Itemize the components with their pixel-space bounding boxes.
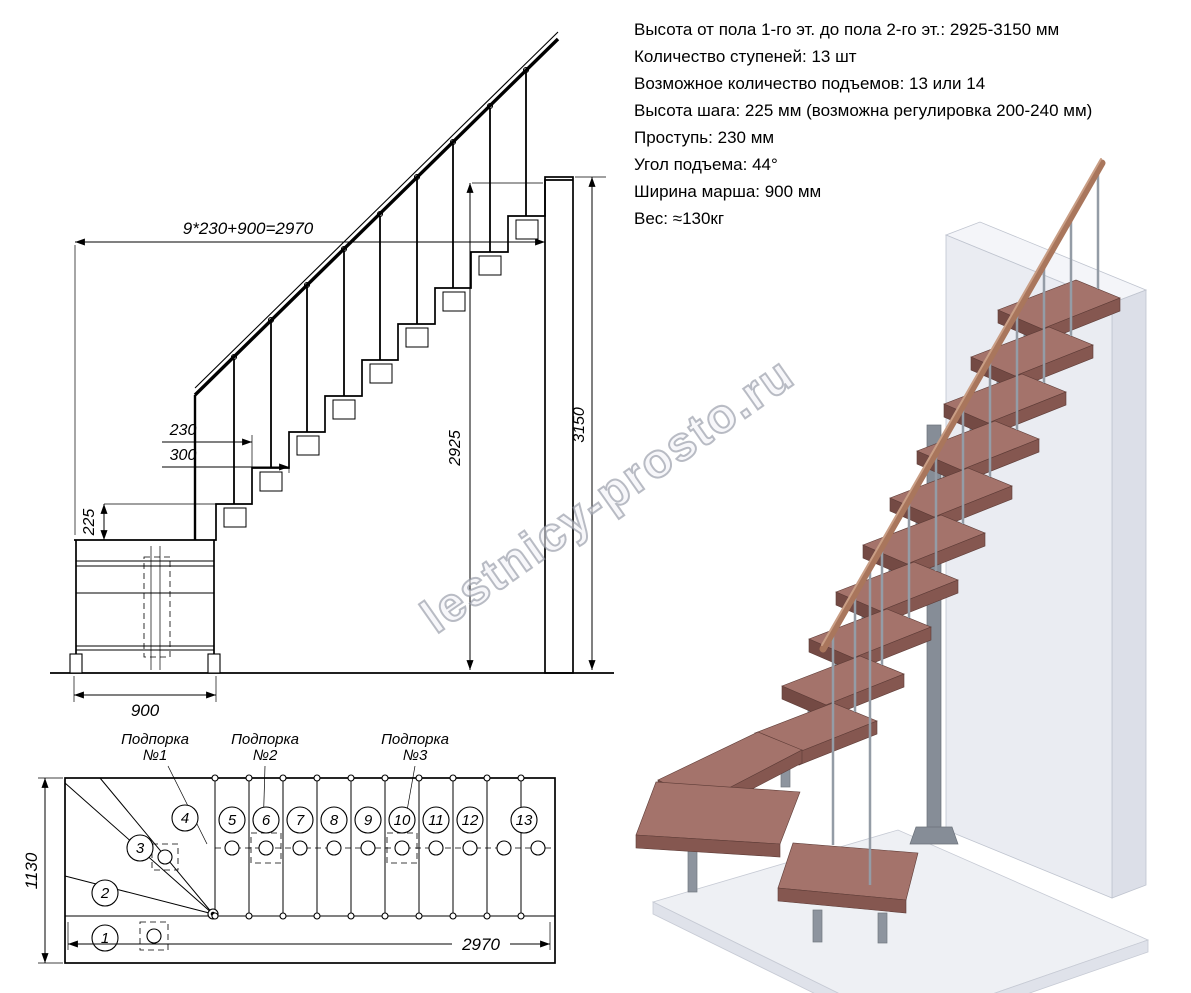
step-marker: 11 (422, 806, 450, 834)
step-marker: 9 (354, 806, 382, 834)
svg-text:Подпорка: Подпорка (381, 731, 449, 748)
svg-text:2: 2 (100, 885, 110, 902)
svg-text:4: 4 (181, 810, 189, 827)
dim-plan-depth-label: 1130 (22, 852, 41, 889)
step-marker: 7 (286, 806, 314, 834)
step-markers: 1 2 3 4 5 6 7 8 9 10 11 12 13 (91, 804, 538, 952)
dim-tread-label: 230 (169, 422, 197, 439)
module-connectors (224, 840, 546, 856)
dim-plan-length-label: 2970 (461, 935, 500, 954)
dim-run: 9*230+900=2970 (74, 219, 545, 535)
dim-rise-label: 225 (81, 509, 98, 537)
dim-rise: 225 (81, 503, 216, 540)
dim-plan-depth: 1130 (22, 777, 63, 964)
specs-panel: Высота от пола 1-го эт. до пола 2-го эт.… (634, 16, 1179, 232)
step-dividers (214, 778, 522, 916)
step-marker: 12 (456, 806, 484, 834)
plan-outline (64, 777, 556, 964)
spec-rise-count: Возможное количество подъемов: 13 или 14 (634, 74, 986, 93)
spec-step-height: Высота шага: 225 мм (возможна регулировк… (634, 101, 1093, 120)
svg-text:12: 12 (462, 812, 479, 829)
svg-text:1: 1 (101, 930, 109, 947)
spec-height-range: Высота от пола 1-го эт. до пола 2-го эт.… (634, 20, 1060, 39)
support-label-2: Подпорка №2 (231, 731, 299, 764)
svg-text:3: 3 (136, 840, 145, 857)
svg-text:13: 13 (516, 812, 533, 829)
dim-total-height-label: 3150 (571, 407, 588, 443)
platform-frame (69, 540, 221, 674)
dim-floor-height-label: 2925 (447, 430, 464, 467)
winder-tread (777, 842, 919, 944)
balusters (233, 70, 527, 504)
spec-flight-width: Ширина марша: 900 мм (634, 182, 822, 201)
plan-baluster-dots (211, 774, 525, 920)
step-marker: 13 (510, 806, 538, 834)
support-bases (139, 832, 418, 951)
support-label-1: Подпорка №1 (121, 731, 189, 764)
spec-weight: Вес: ≈130кг (634, 209, 725, 228)
svg-text:Подпорка: Подпорка (231, 731, 299, 748)
render-balusters (831, 170, 1100, 885)
svg-text:№1: №1 (143, 747, 168, 764)
dim-run-label: 9*230+900=2970 (183, 219, 314, 238)
svg-text:10: 10 (394, 812, 411, 829)
dim-platform-width: 900 (73, 676, 217, 720)
handrail (193, 37, 560, 397)
svg-text:Подпорка: Подпорка (121, 731, 189, 748)
treads (635, 279, 1121, 944)
step-marker: 10 (388, 806, 416, 834)
dim-module: 300 (162, 435, 290, 473)
svg-text:5: 5 (228, 812, 237, 829)
step-marker: 4 (171, 804, 199, 832)
winder-tread (635, 781, 801, 893)
dim-floor-height: 2925 (447, 182, 543, 670)
step-marker: 1 (91, 924, 119, 952)
step-marker: 2 (91, 879, 119, 907)
elevation-view: 9*230+900=2970 230 300 225 2925 (50, 31, 614, 720)
svg-text:8: 8 (330, 812, 339, 829)
step-marker: 6 (252, 806, 280, 834)
svg-text:№2: №2 (253, 747, 278, 764)
handrail-top-line (194, 31, 559, 389)
dim-platform-width-label: 900 (131, 701, 160, 720)
svg-text:9: 9 (364, 812, 373, 829)
tread (781, 655, 905, 741)
svg-text:7: 7 (296, 812, 305, 829)
spec-tread: Проступь: 230 мм (634, 128, 775, 147)
spec-angle: Угол подъема: 44° (634, 155, 778, 174)
dim-plan-length: 2970 (67, 922, 551, 954)
plan-view: Подпорка №1 Подпорка №2 Подпорка №3 (22, 731, 556, 964)
step-marker: 5 (218, 806, 246, 834)
support-label-3: Подпорка №3 (381, 731, 449, 764)
stair-steps-outline (74, 179, 573, 541)
svg-text:№3: №3 (403, 747, 428, 764)
render-handrail (819, 158, 1106, 653)
upper-floor-wall (544, 176, 574, 674)
svg-text:11: 11 (428, 812, 444, 829)
step-marker: 3 (126, 834, 154, 862)
support-post-hidden (143, 556, 171, 658)
step-marker: 8 (320, 806, 348, 834)
render-3d-view (635, 158, 1150, 993)
svg-text:6: 6 (262, 812, 271, 829)
spec-step-count: Количество ступеней: 13 шт (634, 47, 857, 66)
dim-total-height: 3150 (571, 176, 606, 670)
dim-module-label: 300 (170, 447, 197, 464)
